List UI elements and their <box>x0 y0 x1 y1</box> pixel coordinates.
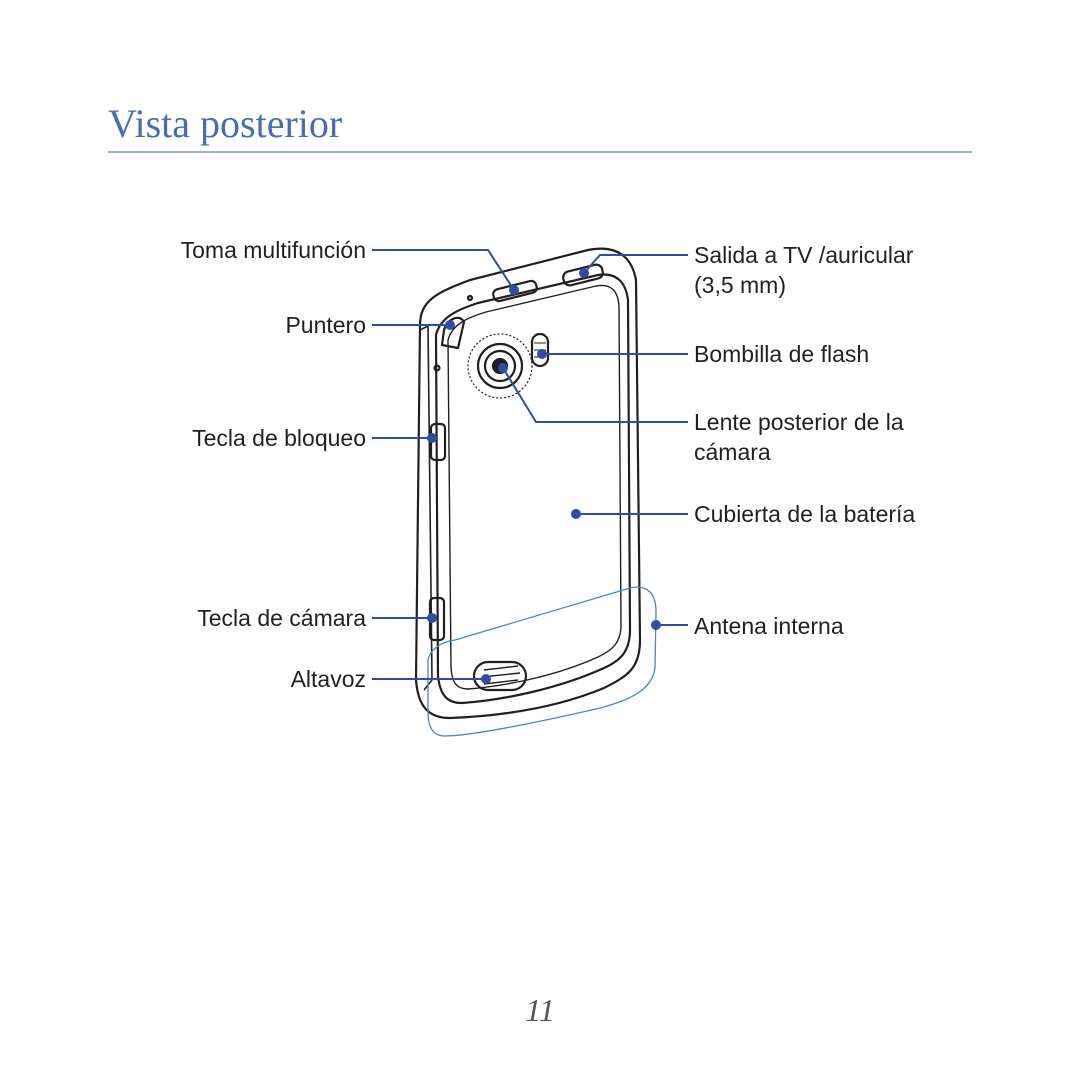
label-flash: Bombilla de flash <box>694 341 870 367</box>
callout-multifunction <box>372 249 515 291</box>
side-hole <box>433 364 441 372</box>
label-tv-out: Salida a TV /auricular <box>694 242 914 268</box>
camera-lens-ring-outer <box>467 333 533 399</box>
back-panel-outline <box>434 273 632 705</box>
camera-lens-ring-inner <box>483 349 517 383</box>
audio-jack-port <box>562 263 604 287</box>
label-camera-key: Tecla de cámara <box>197 605 366 631</box>
page-title: Vista posterior <box>108 101 343 146</box>
label-multifunction-jack: Toma multifunción <box>180 237 366 263</box>
speaker-grille <box>472 660 528 692</box>
flash-bulb-shape <box>530 332 550 368</box>
label-rear-lens: Lente posterior de la <box>694 409 904 435</box>
camera-lens-ring <box>476 342 524 390</box>
label-stylus: Puntero <box>285 312 366 338</box>
callout-rear-lens <box>502 367 688 423</box>
callout-tv-out <box>583 254 688 274</box>
phone-illustration <box>414 247 642 720</box>
battery-cover-edge <box>447 284 622 690</box>
top-hole <box>466 294 474 302</box>
phone-outer-shell <box>414 247 642 720</box>
label-tv-out-size: (3,5 mm) <box>694 272 786 298</box>
title-divider <box>108 151 972 153</box>
antenna-highlight-region <box>427 586 657 737</box>
label-rear-lens-cont: cámara <box>694 439 771 465</box>
callouts <box>372 249 688 684</box>
label-antenna: Antena interna <box>694 613 844 639</box>
label-speaker: Altavoz <box>290 666 366 692</box>
label-battery-cover: Cubierta de la batería <box>694 501 916 527</box>
page-number: 11 <box>525 992 555 1028</box>
label-lock-key: Tecla de bloqueo <box>192 425 366 451</box>
